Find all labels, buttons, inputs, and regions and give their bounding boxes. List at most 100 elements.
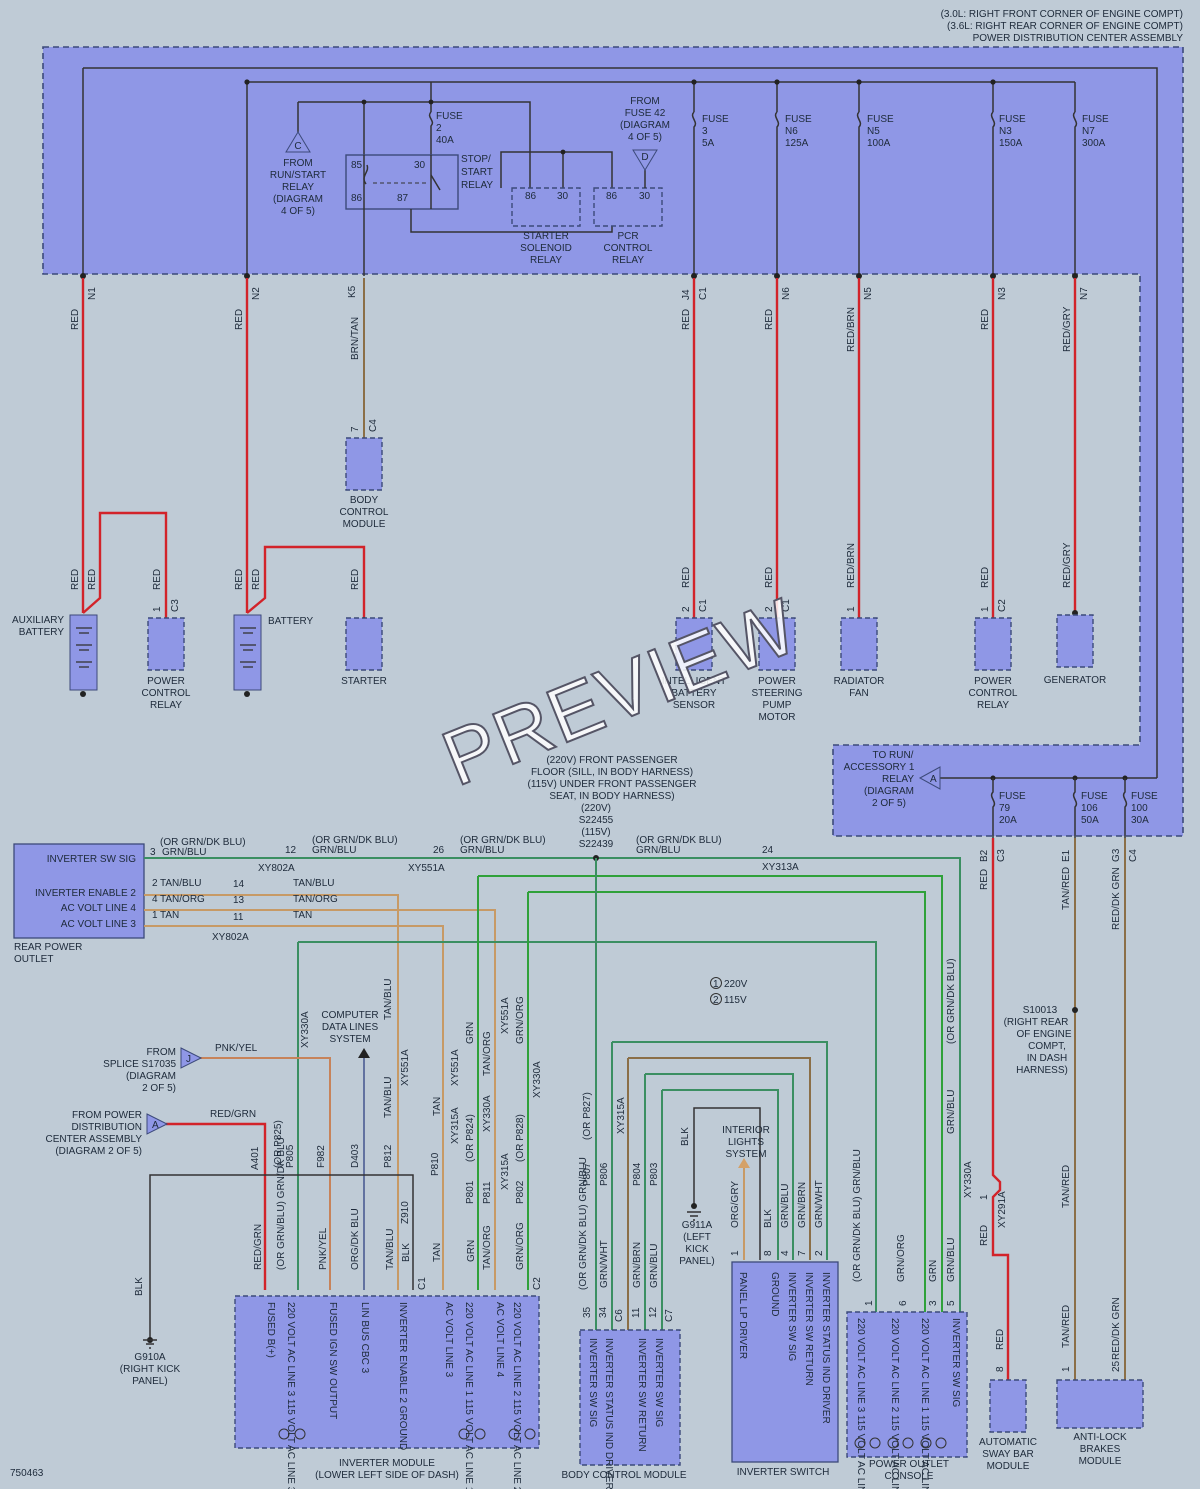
upl-4: C1 — [698, 599, 709, 612]
hl-11: 11 — [233, 912, 244, 923]
isw-pin-5: INVERTER STATUS IND DRIVER — [820, 1272, 831, 1424]
wire-red-j4: RED — [681, 309, 692, 330]
aux-bat-l1: AUXILIARY — [12, 615, 64, 626]
s10013-l1: S10013 — [1023, 1005, 1058, 1016]
vl-tanorg: TAN/ORG — [482, 1031, 493, 1076]
pcr-label-1: PCR — [617, 231, 638, 242]
bcm-pn-12: 12 — [648, 1306, 659, 1318]
pin-30: 30 — [414, 160, 426, 171]
sway-l2: SWAY BAR — [982, 1449, 1034, 1460]
generator-label: GENERATOR — [1044, 675, 1106, 686]
fn3-amp: 150A — [999, 138, 1023, 149]
pdc-fuses: FUSE 3 5A FUSE N6 125A FUSE N5 100A FUSE… — [691, 111, 1109, 276]
im-pin-7: 220 VOLT AC LINE 1 115 VOLT AC LINE 1 — [463, 1302, 474, 1489]
stop-start-label-1: STOP/ — [461, 154, 491, 165]
legend-sym-2: 2 — [713, 995, 719, 1006]
wire-red-n1: RED — [70, 309, 81, 330]
f106-amp: 50A — [1081, 815, 1099, 826]
figure-code: 750463 — [10, 1468, 44, 1479]
isw-pin-1: PANEL LP DRIVER — [737, 1272, 748, 1359]
lwl-5: RED — [251, 569, 262, 590]
hl-tan-org: TAN/ORG — [293, 894, 338, 905]
hl-12: 12 — [285, 845, 297, 856]
hl-or-grn-3: (OR GRN/DK BLU) — [636, 835, 722, 846]
poc-pn-6: 6 — [898, 1300, 909, 1306]
ro-label-1: REAR POWER — [14, 942, 82, 953]
pcr-label-2: CONTROL — [604, 243, 653, 254]
inverter-module: INVERTER MODULE (LOWER LEFT SIDE OF DASH… — [234, 1137, 543, 1489]
vl-d403: D403 — [350, 1144, 361, 1168]
bcm-w3: GRN/BRN — [632, 1242, 643, 1288]
fn6-amp: 125A — [785, 138, 809, 149]
pcr-control-relay: 86 30 PCR CONTROL RELAY — [593, 187, 663, 266]
hl-xy551a: XY551A — [408, 863, 445, 874]
wire-brn-tan: BRN/TAN — [350, 317, 361, 360]
bcm-top-l2: CONTROL — [340, 507, 389, 518]
ro-pin-3: 3 — [150, 847, 156, 858]
vl-tan: TAN — [432, 1097, 443, 1116]
fn5-amp: 100A — [867, 138, 891, 149]
vl-xy551a-3: XY551A — [500, 997, 511, 1034]
hl-24: 24 — [762, 845, 774, 856]
bcm-pn-11: 11 — [631, 1307, 642, 1318]
bcm-w1: (OR GRN/DK BLU) GRN/BLU — [578, 1157, 589, 1290]
rw-tanred-1: TAN/RED — [1061, 867, 1072, 910]
isw-w2: BLK — [763, 1209, 774, 1228]
lower-wire-labels: RED RED RED RED RED RED RED RED RED/BRN … — [70, 542, 1073, 612]
im-conn-c2: C2 — [532, 1277, 543, 1290]
isw-pin-2: GROUND — [769, 1272, 780, 1316]
abs-l2: BRAKES — [1080, 1444, 1121, 1455]
vl-p807: P807 — [582, 1162, 593, 1186]
hl-xy313a: XY313A — [762, 862, 799, 873]
im-w9: TAN/ORG — [482, 1225, 493, 1270]
isw-w3: GRN/BLU — [780, 1184, 791, 1228]
pin-87: 87 — [397, 193, 409, 204]
f3-name: FUSE — [702, 114, 729, 125]
im-pin-9: 220 VOLT AC LINE 2 115 VOLT AC LINE 2 — [511, 1302, 522, 1489]
ff42-3: (DIAGRAM — [620, 120, 670, 131]
blk-g910a: BLK — [134, 1277, 145, 1296]
harness-vertical-labels: A401 (OR P825) P805 F982 D403 P812 Z910 … — [250, 958, 974, 1224]
fn6-num: N6 — [785, 126, 798, 137]
pin-n2: N2 — [251, 287, 262, 300]
abs-l3: MODULE — [1079, 1456, 1122, 1467]
ibs-l1: INTELLIGENT — [662, 676, 726, 687]
frs-2: RUN/START — [270, 170, 326, 181]
frs-1: FROM — [283, 158, 312, 169]
fuse2-amp: 40A — [436, 135, 454, 146]
hl-tan: TAN — [293, 910, 312, 921]
hl-or-grn-1: (OR GRN/DK BLU) — [312, 835, 398, 846]
conn-j: J — [186, 1054, 191, 1065]
fn5-name: FUSE — [867, 114, 894, 125]
g911a-4: PANEL) — [679, 1256, 714, 1267]
acc-pin-c3: C3 — [996, 849, 1007, 862]
g910a-1: G910A — [134, 1352, 165, 1363]
poc-pn-1: 1 — [864, 1300, 875, 1306]
from-run-start-connector: C FROM RUN/START RELAY (DIAGRAM 4 OF 5) — [270, 131, 326, 217]
pin-n7: N7 — [1079, 287, 1090, 300]
vl-xy315a-3: XY315A — [616, 1097, 627, 1134]
ss-pin-a: 86 — [525, 191, 537, 202]
radiator-fan: RADIATOR FAN — [834, 617, 884, 699]
ro-row-4: AC VOLT LINE 3 — [61, 919, 137, 930]
pcr1-l3: RELAY — [150, 700, 182, 711]
vl-p802: P802 — [515, 1180, 526, 1204]
rw-pin-15: 1 — [979, 1194, 990, 1200]
frs-5: 4 OF 5) — [281, 206, 315, 217]
ro-w5: TAN — [160, 910, 179, 921]
rw-reddkgrn-1: RED/DK GRN — [1111, 867, 1122, 930]
vl-tanblu-1: TAN/BLU — [383, 979, 394, 1021]
anti-lock-brakes-module: 1 25 ANTI-LOCK BRAKES MODULE — [1056, 1360, 1144, 1467]
poc-pin-1: 220 VOLT AC LINE 3 115 VOLT AC LINE 3 — [855, 1318, 866, 1489]
im-w5: TAN/BLU — [385, 1229, 396, 1271]
fs-2: SPLICE S17035 — [103, 1059, 176, 1070]
ibs-l3: SENSOR — [673, 700, 715, 711]
hl-14: 14 — [233, 879, 245, 890]
frs-3: RELAY — [282, 182, 314, 193]
pdc-output-dots — [80, 273, 1078, 279]
f106-num: 106 — [1081, 803, 1098, 814]
im-w10: GRN/ORG — [515, 1222, 526, 1270]
starter-solenoid-relay: 86 30 STARTER SOLENOID RELAY — [511, 187, 581, 266]
power-control-relay-1: POWER CONTROL RELAY — [142, 617, 191, 711]
ff42-2: FUSE 42 — [625, 108, 666, 119]
